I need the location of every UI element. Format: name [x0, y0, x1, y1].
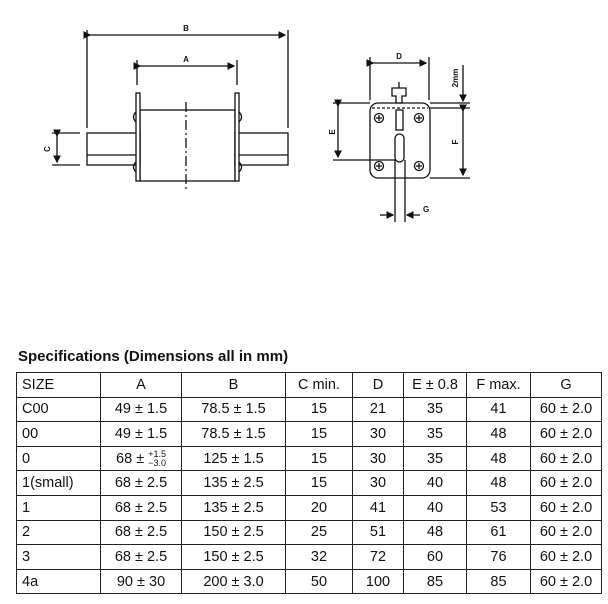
table-cell: 40: [403, 470, 467, 496]
table-cell: 60: [403, 544, 467, 570]
table-cell: 32: [285, 544, 353, 570]
table-cell: 35: [403, 421, 467, 447]
table-cell: 30: [352, 470, 404, 496]
label-f: F: [451, 139, 460, 144]
table-cell: 15: [285, 396, 353, 423]
table-cell: 200 ± 3.0: [181, 568, 286, 595]
table-cell: 135 ± 2.5: [181, 494, 286, 521]
label-e: E: [328, 129, 337, 135]
table-cell: 4a: [16, 568, 101, 595]
label-a: A: [183, 55, 189, 64]
table-cell: 48: [403, 519, 467, 546]
column-header: B: [181, 372, 286, 398]
table-cell: 41: [352, 494, 404, 521]
table-cell: 68 ± 2.5: [100, 470, 182, 496]
table-cell: 41: [466, 396, 531, 423]
table-cell: 85: [403, 568, 467, 595]
column-header: D: [352, 372, 404, 398]
table-cell: 53: [466, 494, 531, 521]
table-cell: 21: [352, 396, 404, 423]
table-cell: 60 ± 2.0: [530, 519, 602, 546]
asymmetric-tolerance: +1.5−3.0: [148, 448, 166, 468]
table-cell: 20: [285, 494, 353, 521]
fuse-dimension-drawing: B A C D E F 2mm G: [43, 24, 470, 222]
table-cell: 15: [285, 445, 353, 472]
table-cell: 00: [16, 421, 101, 447]
table-cell: 68 ± 2.5: [100, 544, 182, 570]
table-cell: 35: [403, 445, 467, 472]
table-cell: 30: [352, 421, 404, 447]
table-cell: 76: [466, 544, 531, 570]
table-cell: 60 ± 2.0: [530, 421, 602, 447]
cell-value: 68 ±: [116, 450, 149, 467]
table-cell: 15: [285, 421, 353, 447]
table-cell: 60 ± 2.0: [530, 470, 602, 496]
table-cell: 100: [352, 568, 404, 595]
label-2mm: 2mm: [451, 69, 460, 88]
table-cell: 78.5 ± 1.5: [181, 396, 286, 423]
label-g: G: [423, 205, 429, 214]
table-cell: 51: [352, 519, 404, 546]
table-cell: 48: [466, 445, 531, 472]
table-cell: 135 ± 2.5: [181, 470, 286, 496]
end-view: [333, 57, 470, 222]
table-cell: 90 ± 30: [100, 568, 182, 595]
column-header: A: [100, 372, 182, 398]
column-header: F max.: [466, 372, 531, 398]
table-cell: 2: [16, 519, 101, 546]
table-cell: 150 ± 2.5: [181, 519, 286, 546]
table-cell: 48: [466, 470, 531, 496]
table-cell: 0: [16, 445, 101, 472]
tolerance-plus: +1.5: [148, 448, 166, 459]
table-cell: 60 ± 2.0: [530, 544, 602, 570]
table-cell: 60 ± 2.0: [530, 568, 602, 595]
column-header: E ± 0.8: [403, 372, 467, 398]
tolerance-minus: −3.0: [148, 457, 166, 468]
table-cell: 60 ± 2.0: [530, 396, 602, 423]
table-cell: 68 ± 2.5: [100, 519, 182, 546]
table-cell: 60 ± 2.0: [530, 445, 602, 472]
table-cell: 1: [16, 494, 101, 521]
table-cell: 3: [16, 544, 101, 570]
table-cell: 1(small): [16, 470, 101, 496]
label-c: C: [43, 146, 52, 152]
table-cell: 40: [403, 494, 467, 521]
table-cell: 35: [403, 396, 467, 423]
table-cell: 49 ± 1.5: [100, 421, 182, 447]
column-header: C min.: [285, 372, 353, 398]
table-cell: 85: [466, 568, 531, 595]
table-cell: 72: [352, 544, 404, 570]
label-b: B: [183, 24, 189, 33]
table-cell: 49 ± 1.5: [100, 396, 182, 423]
table-cell: 68 ± 2.5: [100, 494, 182, 521]
label-d: D: [396, 52, 402, 61]
table-cell: 50: [285, 568, 353, 595]
table-cell: 61: [466, 519, 531, 546]
column-header: G: [530, 372, 602, 398]
table-cell: 150 ± 2.5: [181, 544, 286, 570]
table-cell: 30: [352, 445, 404, 472]
column-header: SIZE: [16, 372, 101, 398]
table-cell: 60 ± 2.0: [530, 494, 602, 521]
table-cell: C00: [16, 396, 101, 423]
side-view: [52, 30, 289, 190]
table-cell: 78.5 ± 1.5: [181, 421, 286, 447]
specifications-title: Specifications (Dimensions all in mm): [18, 348, 289, 365]
table-cell: 25: [285, 519, 353, 546]
table-cell: 15: [285, 470, 353, 496]
table-cell: 125 ± 1.5: [181, 445, 286, 472]
table-cell: 68 ± +1.5−3.0: [100, 445, 182, 472]
table-cell: 48: [466, 421, 531, 447]
